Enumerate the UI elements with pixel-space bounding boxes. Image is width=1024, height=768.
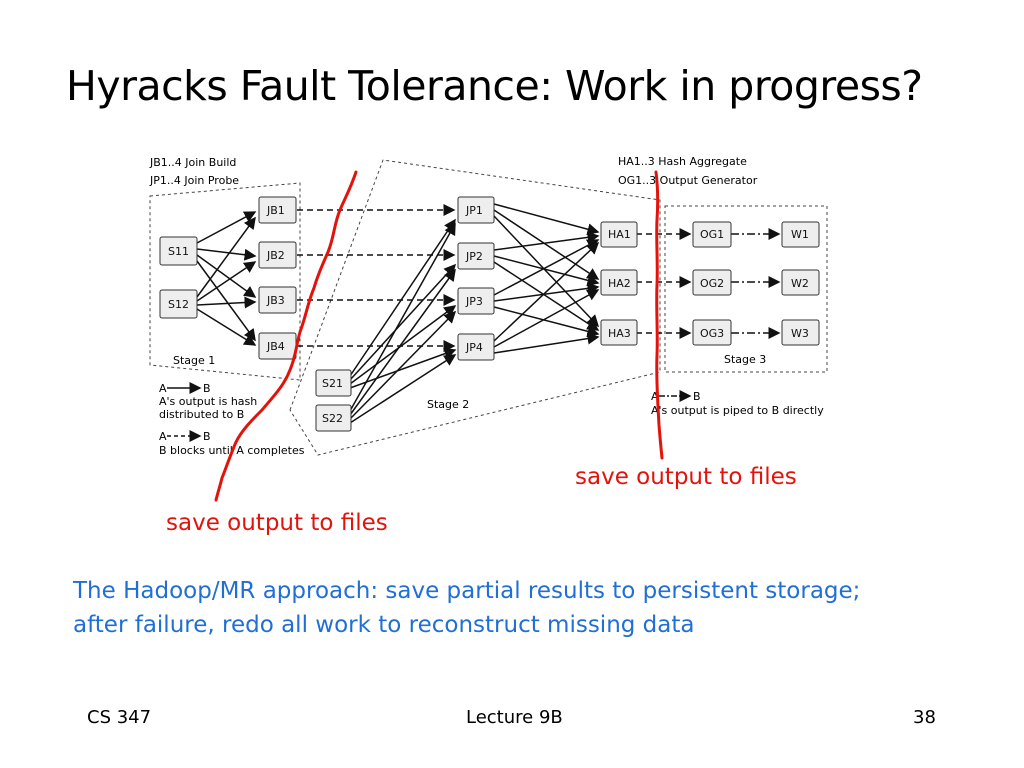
legend-join-probe: JP1..4 Join Probe — [149, 174, 239, 187]
stage2-boundary — [289, 159, 661, 456]
node-jp4: JP4 — [465, 341, 483, 354]
stage3-label: Stage 3 — [724, 353, 766, 366]
legend-pipe-desc: A's output is piped to B directly — [651, 404, 824, 417]
node-jp3: JP3 — [465, 295, 483, 308]
stage2-label: Stage 2 — [427, 398, 469, 411]
body-line-1: The Hadoop/MR approach: save partial res… — [73, 578, 861, 604]
node-w1: W1 — [791, 228, 809, 241]
node-s21: S21 — [322, 377, 343, 390]
node-jb2: JB2 — [266, 249, 285, 262]
node-s11: S11 — [168, 245, 189, 258]
stage3-boundary — [664, 205, 828, 373]
node-w2: W2 — [791, 277, 809, 290]
node-og3: OG3 — [700, 327, 724, 340]
node-jb3: JB3 — [266, 294, 285, 307]
node-jb4: JB4 — [266, 340, 285, 353]
node-w3: W3 — [791, 327, 809, 340]
legend-solid-desc-2: distributed to B — [159, 408, 244, 421]
node-s12: S12 — [168, 298, 189, 311]
legend-pipe-a: A — [651, 390, 659, 403]
legend-dashed-a: A — [159, 430, 167, 443]
legend-solid-b: B — [203, 382, 211, 395]
node-s22: S22 — [322, 412, 343, 425]
body-text: The Hadoop/MR approach: save partial res… — [73, 574, 973, 642]
node-jp2: JP2 — [465, 250, 483, 263]
callout-save-output-right: save output to files — [575, 464, 797, 490]
stage1-boundary — [149, 182, 301, 381]
footer-course: CS 347 — [87, 707, 152, 728]
footer-lecture: Lecture 9B — [466, 707, 563, 728]
node-og2: OG2 — [700, 277, 724, 290]
build-probe-edges — [297, 204, 456, 352]
node-jb1: JB1 — [266, 204, 285, 217]
legend-solid-a: A — [159, 382, 167, 395]
node-jp1: JP1 — [465, 204, 483, 217]
stage1-edges — [196, 211, 257, 346]
slide-title: Hyracks Fault Tolerance: Work in progres… — [66, 62, 923, 110]
callout-save-output-left: save output to files — [166, 510, 388, 536]
stage1-label: Stage 1 — [173, 354, 215, 367]
legend-join-build: JB1..4 Join Build — [149, 156, 236, 169]
node-ha2: HA2 — [608, 277, 631, 290]
legend-hash-aggregate: HA1..3 Hash Aggregate — [618, 155, 747, 168]
probe-aggregate-edges — [493, 203, 600, 354]
body-line-2: after failure, redo all work to reconstr… — [73, 612, 695, 638]
red-cut-line-left — [214, 170, 358, 502]
legend-solid-desc-1: A's output is hash — [159, 395, 257, 408]
footer-page-number: 38 — [913, 707, 936, 728]
stage3-edges — [636, 228, 781, 339]
node-ha1: HA1 — [608, 228, 631, 241]
legend-output-generator: OG1..3 Output Generator — [618, 174, 758, 187]
node-ha3: HA3 — [608, 327, 631, 340]
stage2-source-edges — [349, 218, 457, 424]
node-og1: OG1 — [700, 228, 724, 241]
legend-dashed-b: B — [203, 430, 211, 443]
legend-pipe-b: B — [693, 390, 701, 403]
red-cut-line-right — [654, 170, 664, 460]
